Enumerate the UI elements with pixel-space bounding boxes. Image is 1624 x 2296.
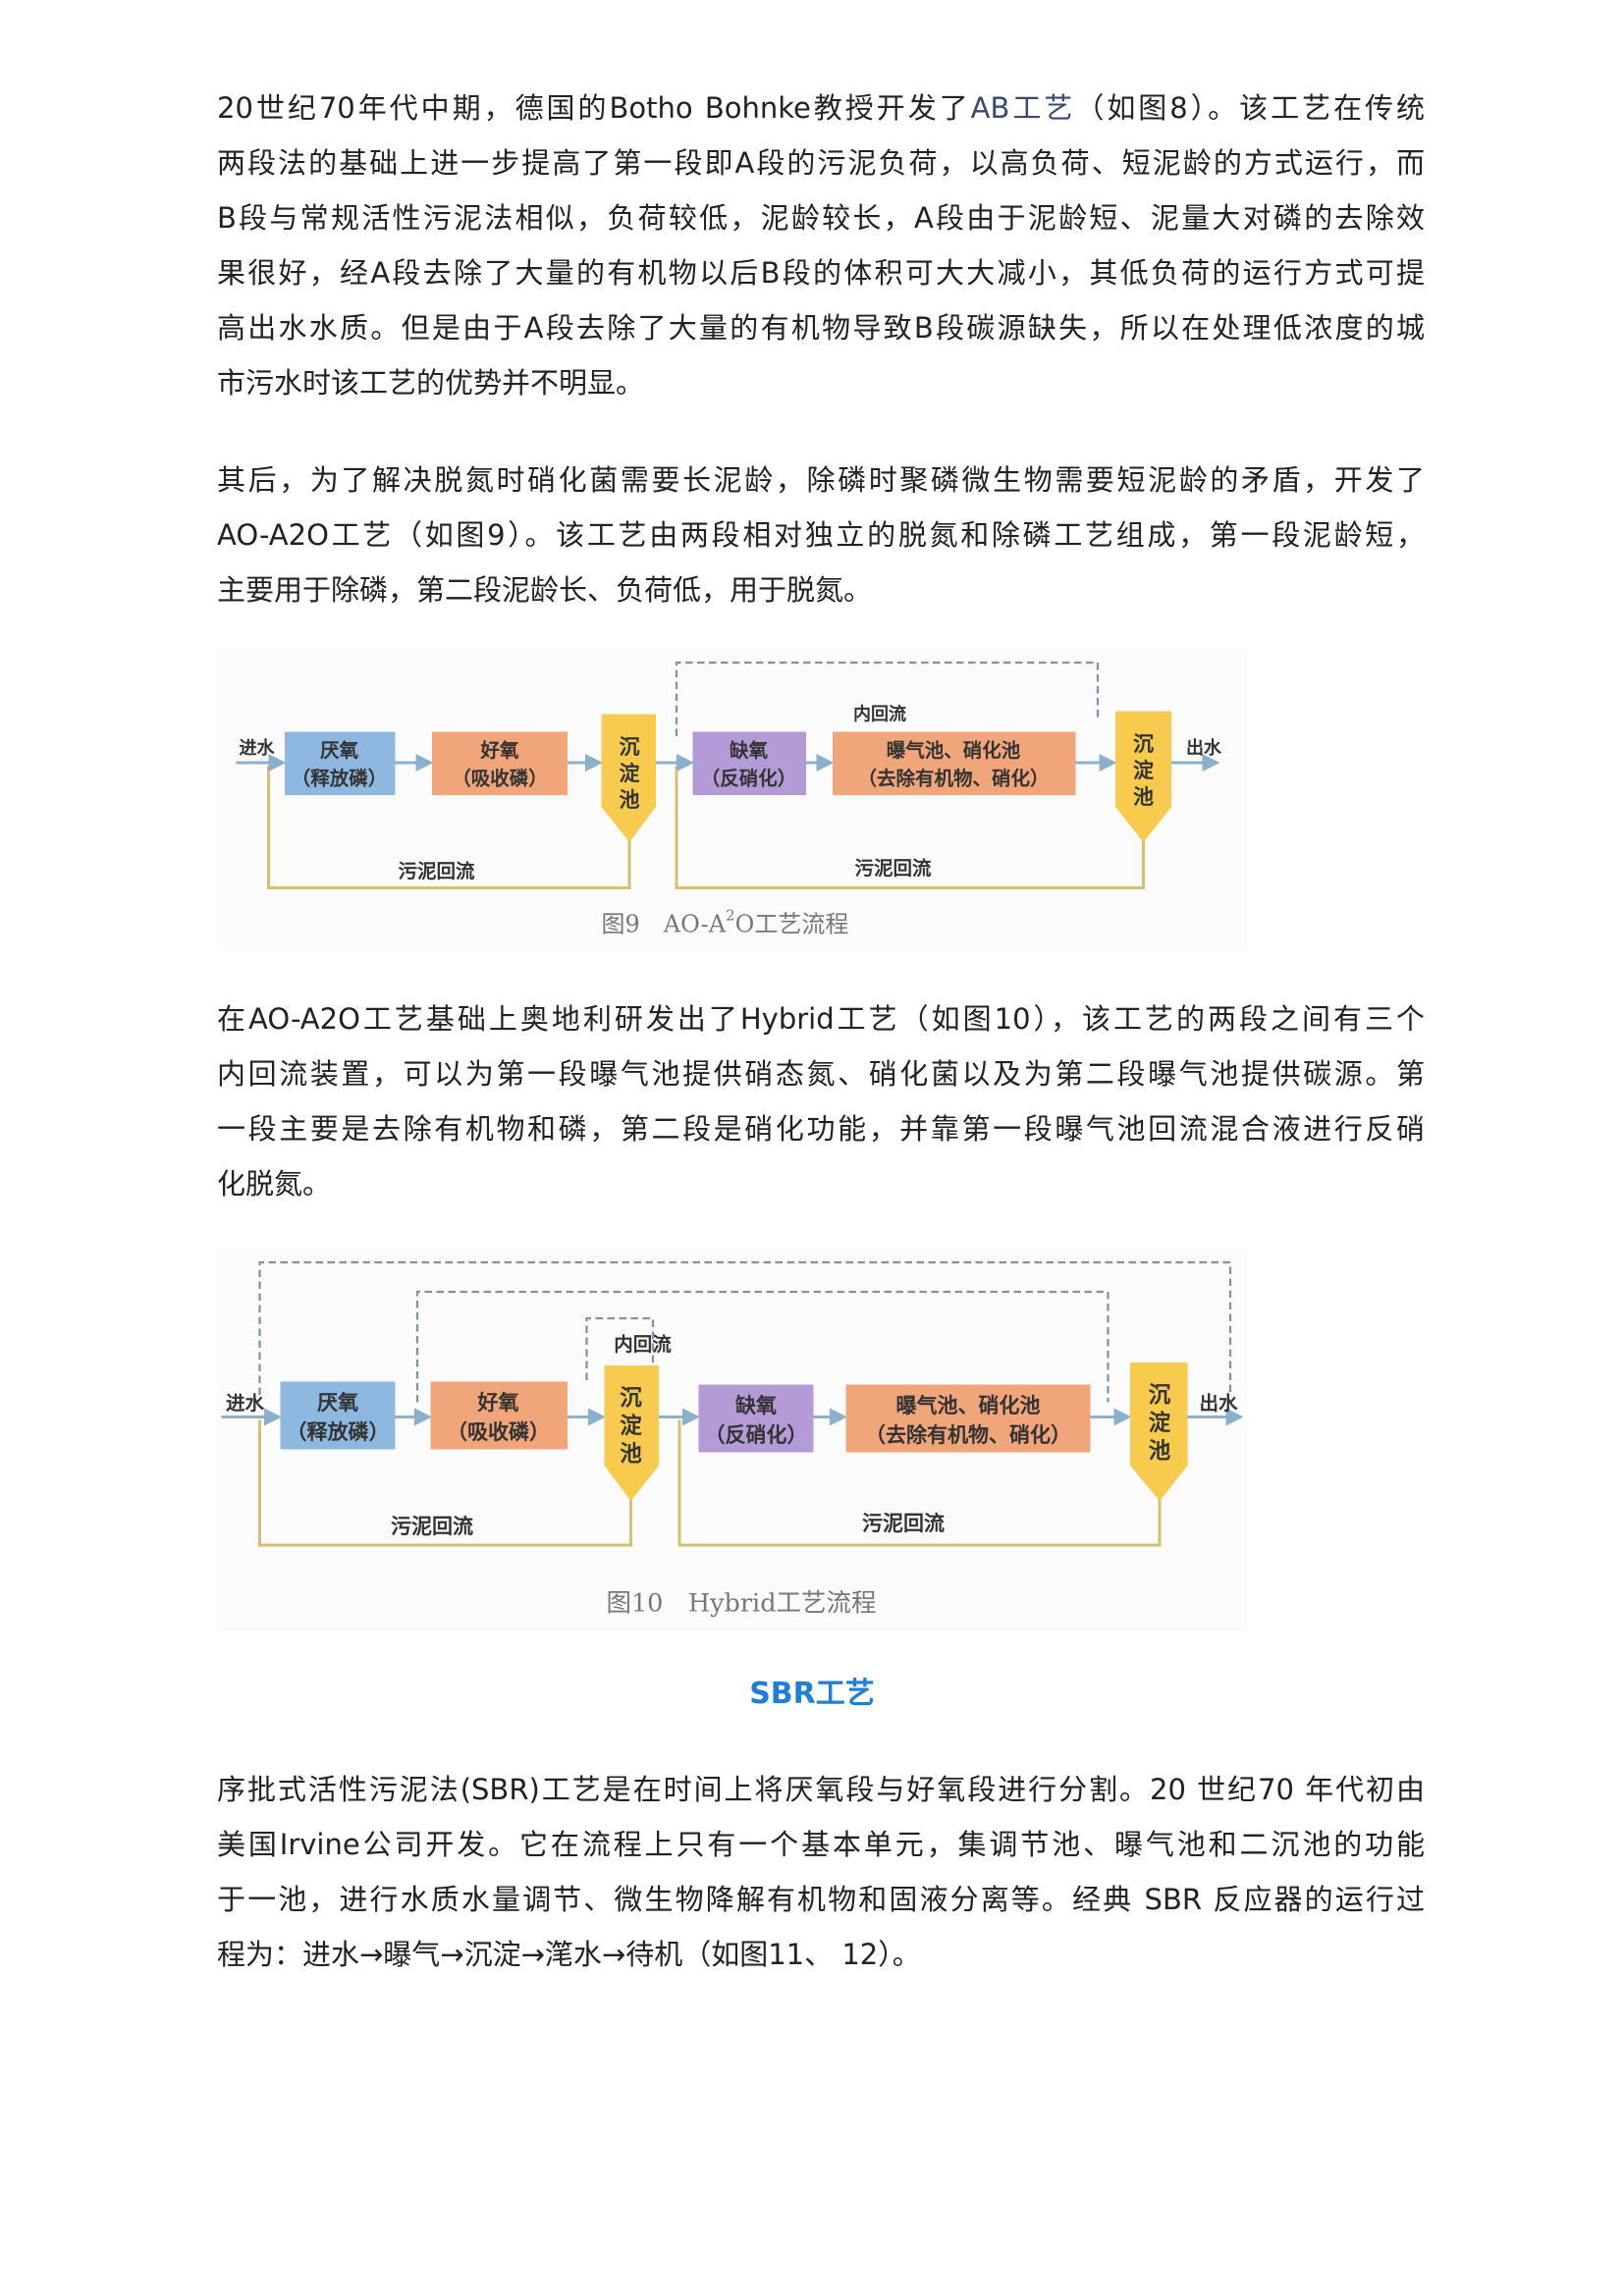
settler-label: 淀	[1133, 759, 1155, 782]
anoxic-label: 缺氧	[730, 739, 769, 762]
settler-label: 沉	[1133, 732, 1154, 756]
settler-label: 沉	[1149, 1383, 1171, 1409]
figure-10-hybrid-diagram: 进水 出水 厌氧 （释放磷） 好氧 （吸收磷） 沉 淀 池 缺氧 （反硝化） 曝…	[217, 1248, 1248, 1630]
anaerobic-label: 厌氧	[320, 739, 359, 762]
sludge-reflux-label: 污泥回流	[398, 860, 475, 882]
paragraph-ao-a2o: 其后，为了解决脱氮时硝化菌需要长泥龄，除磷时聚磷微生物需要短泥龄的矛盾，开发了 …	[217, 453, 1425, 617]
internal-reflux-label: 内回流	[614, 1333, 672, 1356]
sludge-reflux-label: 污泥回流	[862, 1512, 945, 1535]
text-line: 内回流装置，可以为第一段曝气池提供硝态氮、硝化菌以及为第二段曝气池提供碳源。第	[217, 1057, 1425, 1091]
settler-label: 淀	[620, 1413, 642, 1439]
anaerobic-tank	[285, 731, 396, 795]
settling-tank	[601, 714, 656, 842]
internal-reflux-label: 内回流	[853, 704, 906, 725]
inlet-label: 进水	[240, 737, 276, 759]
internal-reflux-line	[585, 1316, 655, 1406]
text-line: B段与常规活性污泥法相似，负荷较低，泥龄较长，A段由于泥龄短、泥量大对磷的去除效	[217, 201, 1425, 235]
text-line: 其后，为了解决脱氮时硝化菌需要长泥龄，除磷时聚磷微生物需要短泥龄的矛盾，开发了	[217, 463, 1425, 497]
settler-label: 沉	[620, 1386, 642, 1412]
sludge-return-line	[677, 1419, 1162, 1547]
text-line: 两段法的基础上进一步提高了第一段即A段的污泥负荷，以高负荷、短泥龄的方式运行，而	[217, 146, 1425, 180]
aerobic-sublabel: （吸收磷）	[452, 768, 548, 790]
aerobic-label: 好氧	[477, 1391, 519, 1415]
settler-label: 池	[1133, 785, 1154, 809]
aeration-tank	[833, 731, 1076, 795]
paragraph-sbr: 序批式活性污泥法(SBR)工艺是在时间上将厌氧段与好氧段进行分割。20 世纪70…	[217, 1762, 1425, 1982]
settler-label: 沉	[620, 735, 640, 759]
text-line: 于一池，进行水质水量调节、微生物降解有机物和固液分离等。经典 SBR 反应器的运…	[217, 1883, 1425, 1916]
text-line: 主要用于除磷，第二段泥龄长、负荷低，用于脱氮。	[217, 573, 873, 607]
aeration-tank	[845, 1384, 1091, 1453]
figure-10-caption: 图10 Hybrid工艺流程	[606, 1589, 876, 1619]
outlet-label: 出水	[1186, 737, 1222, 759]
text-line: 高出水水质。但是由于A段去除了大量的有机物导致B段碳源缺失，所以在处理低浓度的城	[217, 311, 1425, 345]
sludge-reflux-label: 污泥回流	[391, 1515, 473, 1538]
ab-process-term: AB工艺	[970, 91, 1076, 125]
settling-tank	[1130, 1362, 1188, 1501]
anaerobic-label: 厌氧	[317, 1391, 358, 1415]
paragraph-ab-process: 20世纪70年代中期，德国的Botho Bohnke教授开发了AB工艺（如图8）…	[217, 80, 1425, 410]
anaerobic-sublabel: （释放磷）	[287, 1420, 390, 1444]
text-line: 序批式活性污泥法(SBR)工艺是在时间上将厌氧段与好氧段进行分割。20 世纪70…	[217, 1773, 1425, 1806]
text-line: 20世纪70年代中期，德国的Botho Bohnke教授开发了AB工艺（如图8）…	[217, 80, 1425, 135]
settling-tank	[1115, 711, 1171, 842]
section-heading-sbr: SBR工艺	[749, 1677, 875, 1711]
figure-9-caption: 图9 AO-A2O工艺流程	[602, 907, 849, 938]
anoxic-tank	[692, 731, 806, 795]
anoxic-sublabel: （反硝化）	[705, 1423, 808, 1447]
anoxic-tank	[698, 1384, 814, 1453]
aerobic-tank	[430, 1381, 568, 1450]
internal-reflux-line	[675, 661, 1100, 736]
settling-tank	[604, 1365, 659, 1501]
aerobic-sublabel: （吸收磷）	[447, 1420, 550, 1444]
outlet-label: 出水	[1200, 1392, 1239, 1415]
text-line: AO-A2O工艺（如图9）。该工艺由两段相对独立的脱氮和除磷工艺组成，第一段泥龄…	[217, 518, 1425, 552]
anaerobic-tank	[280, 1381, 396, 1450]
sludge-return-line	[258, 1419, 632, 1547]
aeration-label: 曝气池、硝化池	[896, 1394, 1041, 1417]
paragraph-hybrid: 在AO-A2O工艺基础上奥地利研发出了Hybrid工艺（如图10），该工艺的两段…	[217, 991, 1425, 1211]
figure-9-ao-a2o-diagram: 进水 出水 厌氧 （释放磷） 好氧 （吸收磷） 沉 淀 池 缺氧 （反硝化） 曝…	[217, 648, 1248, 951]
inlet-label: 进水	[226, 1392, 265, 1415]
anaerobic-sublabel: （释放磷）	[292, 768, 388, 790]
aeration-sublabel: （去除有机物、硝化）	[865, 1423, 1071, 1447]
aeration-sublabel: （去除有机物、硝化）	[857, 768, 1049, 790]
aeration-label: 曝气池、硝化池	[887, 739, 1021, 762]
text-line: 一段主要是去除有机物和磷，第二段是硝化功能，并靠第一段曝气池回流混合液进行反硝	[217, 1112, 1425, 1146]
text-segment: （如图8）。该工艺在传统	[1075, 91, 1426, 125]
reflux-line-outer	[258, 1260, 1232, 1395]
text-line: 美国Irvine公司开发。它在流程上只有一个基本单元，集调节池、曝气池和二沉池的…	[217, 1828, 1425, 1861]
settler-label: 淀	[620, 762, 641, 785]
settler-label: 池	[1149, 1439, 1171, 1465]
text-line: 化脱氮。	[217, 1167, 332, 1201]
anoxic-label: 缺氧	[735, 1394, 777, 1417]
settler-label: 淀	[1149, 1410, 1171, 1436]
text-line: 程为：进水→曝气→沉淀→滗水→待机（如图11、 12）。	[217, 1938, 921, 1971]
text-segment: 20世纪70年代中期，德国的Botho Bohnke教授开发了	[217, 91, 971, 125]
text-line: 在AO-A2O工艺基础上奥地利研发出了Hybrid工艺（如图10），该工艺的两段…	[217, 1002, 1425, 1036]
aerobic-label: 好氧	[479, 739, 519, 762]
sludge-return-line	[675, 766, 1145, 889]
anoxic-sublabel: （反硝化）	[701, 768, 797, 790]
text-line: 市污水时该工艺的优势并不明显。	[217, 366, 645, 400]
sludge-reflux-label: 污泥回流	[854, 857, 932, 880]
sludge-return-line	[267, 766, 631, 889]
text-line: 果很好，经A段去除了大量的有机物以后B段的体积可大大减小，其低负荷的运行方式可提	[217, 256, 1425, 290]
settler-label: 池	[620, 1442, 642, 1468]
settler-label: 池	[620, 788, 640, 812]
aerobic-tank	[432, 731, 568, 795]
